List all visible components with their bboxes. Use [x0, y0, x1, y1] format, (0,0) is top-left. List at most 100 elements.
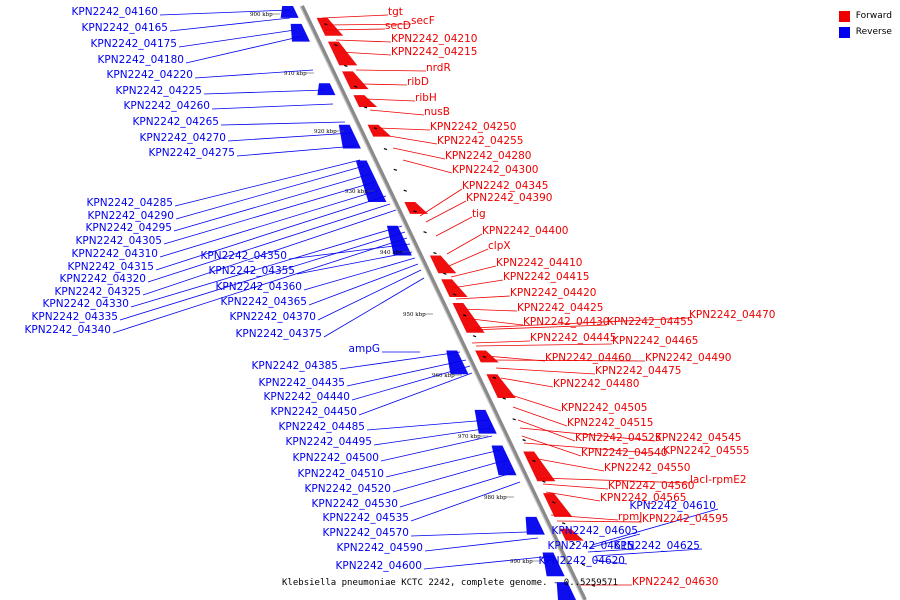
connector-kpn2242-04480 — [500, 377, 554, 388]
connector-kpn2242-04565 — [545, 491, 601, 502]
connector-kpn2242-04355 — [296, 251, 413, 275]
forward-gene-block-12 — [543, 493, 573, 517]
gene-label-ribh: ribH — [415, 92, 437, 104]
gene-label-kpn2242-04215: KPN2242_04215 — [391, 46, 477, 58]
connector-kpn2242-04590 — [424, 537, 539, 552]
gene-label-kpn2242-04570: KPN2242_04570 — [323, 527, 409, 539]
scale-tick-980-kbp: 980 kbp — [484, 495, 507, 501]
track-mark — [462, 314, 467, 317]
connector-kpn2242-04470 — [472, 317, 690, 329]
reverse-gene-block-11 — [556, 582, 576, 600]
gene-label-kpn2242-04625: KPN2242_04625 — [614, 540, 700, 552]
scale-tick-910-kbp: 910 kbp — [284, 71, 307, 77]
forward-gene-block-0 — [316, 17, 344, 36]
scale-tick-950-kbp: 950 kbp — [403, 312, 426, 318]
track-mark — [334, 44, 338, 47]
legend-item-reverse: Reverse — [838, 24, 892, 40]
connector-kpn2242-04400 — [446, 233, 483, 255]
gene-label-kpn2242-04475: KPN2242_04475 — [595, 365, 681, 377]
track-mark — [502, 397, 506, 400]
gene-label-tig: tig — [472, 208, 486, 220]
connector-kpn2242-04485 — [366, 419, 489, 431]
gene-label-kpn2242-04310: KPN2242_04310 — [72, 248, 158, 260]
reverse-gene-block-0 — [280, 6, 299, 18]
connector-kpn2242-04260 — [211, 103, 334, 110]
scale-tick-920-kbp: 920 kbp — [314, 129, 337, 135]
label-connectors — [112, 9, 719, 586]
connector-kpn2242-04175 — [178, 29, 296, 48]
gene-label-kpn2242-04410: KPN2242_04410 — [496, 257, 582, 269]
gene-label-kpn2242-04225: KPN2242_04225 — [116, 85, 202, 97]
connector-kpn2242-04270 — [227, 132, 353, 142]
reverse-swatch — [838, 26, 850, 38]
gene-label-kpn2242-04165: KPN2242_04165 — [82, 22, 168, 34]
gene-label-kpn2242-04610: KPN2242_04610 — [630, 500, 716, 512]
reverse-gene-block-1 — [290, 23, 310, 42]
track-mark — [383, 147, 388, 151]
connector-kpn2242-04605 — [588, 533, 641, 549]
gene-label-kpn2242-04560: KPN2242_04560 — [608, 480, 694, 492]
gene-label-kpn2242-04175: KPN2242_04175 — [91, 38, 177, 50]
connector-kpn2242-04490 — [491, 359, 646, 362]
track-mark — [542, 480, 546, 483]
connector-kpn2242-04545 — [519, 427, 656, 442]
gene-label-kpn2242-04220: KPN2242_04220 — [107, 69, 193, 81]
connector-tgt — [321, 14, 389, 19]
gene-label-kpn2242-04535: KPN2242_04535 — [323, 512, 409, 524]
gene-label-kpn2242-04385: KPN2242_04385 — [252, 360, 338, 372]
track-mark — [423, 231, 427, 234]
track-mark — [492, 376, 497, 379]
gene-label-kpn2242-04255: KPN2242_04255 — [437, 135, 523, 147]
connector-kpn2242-04365 — [308, 263, 419, 306]
gene-label-kpn2242-04425: KPN2242_04425 — [517, 302, 603, 314]
connector-kpn2242-04595 — [556, 520, 643, 523]
gene-label-kpn2242-04470: KPN2242_04470 — [689, 309, 775, 321]
gene-label-kpn2242-04460: KPN2242_04460 — [545, 352, 631, 364]
gene-label-secd: secD — [385, 20, 411, 32]
forward-gene-block-13 — [560, 528, 584, 541]
connector-kpn2242-04165 — [169, 17, 291, 32]
connector-kpn2242-04250 — [376, 127, 431, 131]
gene-label-kpn2242-04375: KPN2242_04375 — [236, 328, 322, 340]
gene-label-kpn2242-04495: KPN2242_04495 — [286, 436, 372, 448]
gene-label-kpn2242-04505: KPN2242_04505 — [561, 402, 647, 414]
track-mark — [522, 439, 526, 442]
gene-label-kpn2242-04305: KPN2242_04305 — [76, 235, 162, 247]
gene-label-kpn2242-04480: KPN2242_04480 — [553, 378, 639, 390]
connector-clpx — [448, 248, 489, 267]
gene-label-kpn2242-04345: KPN2242_04345 — [462, 180, 548, 192]
connector-kpn2242-04520 — [392, 459, 507, 493]
gene-label-kpn2242-04545: KPN2242_04545 — [655, 432, 741, 444]
track-mark — [552, 501, 556, 504]
gene-label-kpn2242-04250: KPN2242_04250 — [430, 121, 516, 133]
track-mark — [472, 335, 477, 338]
track-mark — [571, 543, 576, 546]
forward-gene-block-2 — [342, 71, 369, 90]
gene-label-kpn2242-04450: KPN2242_04450 — [271, 406, 357, 418]
connector-kpn2242-04305 — [163, 181, 376, 245]
connector-kpn2242-04600 — [423, 555, 554, 570]
forward-gene-block-7 — [441, 279, 468, 298]
track-mark — [344, 64, 348, 67]
gene-label-kpn2242-04390: KPN2242_04390 — [466, 192, 552, 204]
gene-label-kpn2242-04355: KPN2242_04355 — [209, 265, 295, 277]
gene-label-kpn2242-04485: KPN2242_04485 — [279, 421, 365, 433]
connector-kpn2242-04425 — [459, 308, 518, 312]
connector-ribd — [361, 83, 408, 86]
forward-gene-block-6 — [429, 255, 457, 274]
forward-gene-block-10 — [486, 374, 516, 399]
gene-label-kpn2242-04510: KPN2242_04510 — [298, 468, 384, 480]
gene-label-kpn2242-04280: KPN2242_04280 — [445, 150, 531, 162]
gene-label-kpn2242-04615: KPN2242_04615 — [548, 540, 634, 552]
connector-kpn2242-04495 — [373, 427, 491, 446]
gene-label-kpn2242-04590: KPN2242_04590 — [337, 542, 423, 554]
connector-kpn2242-04450 — [358, 372, 473, 416]
connector-nusb — [369, 109, 425, 116]
connector-kpn2242-04555 — [523, 442, 664, 455]
gene-label-kpn2242-04270: KPN2242_04270 — [140, 132, 226, 144]
connector-rpmj — [550, 514, 619, 521]
gene-label-kpn2242-04540: KPN2242_04540 — [581, 447, 667, 459]
connector-kpn2242-04415 — [451, 279, 504, 289]
